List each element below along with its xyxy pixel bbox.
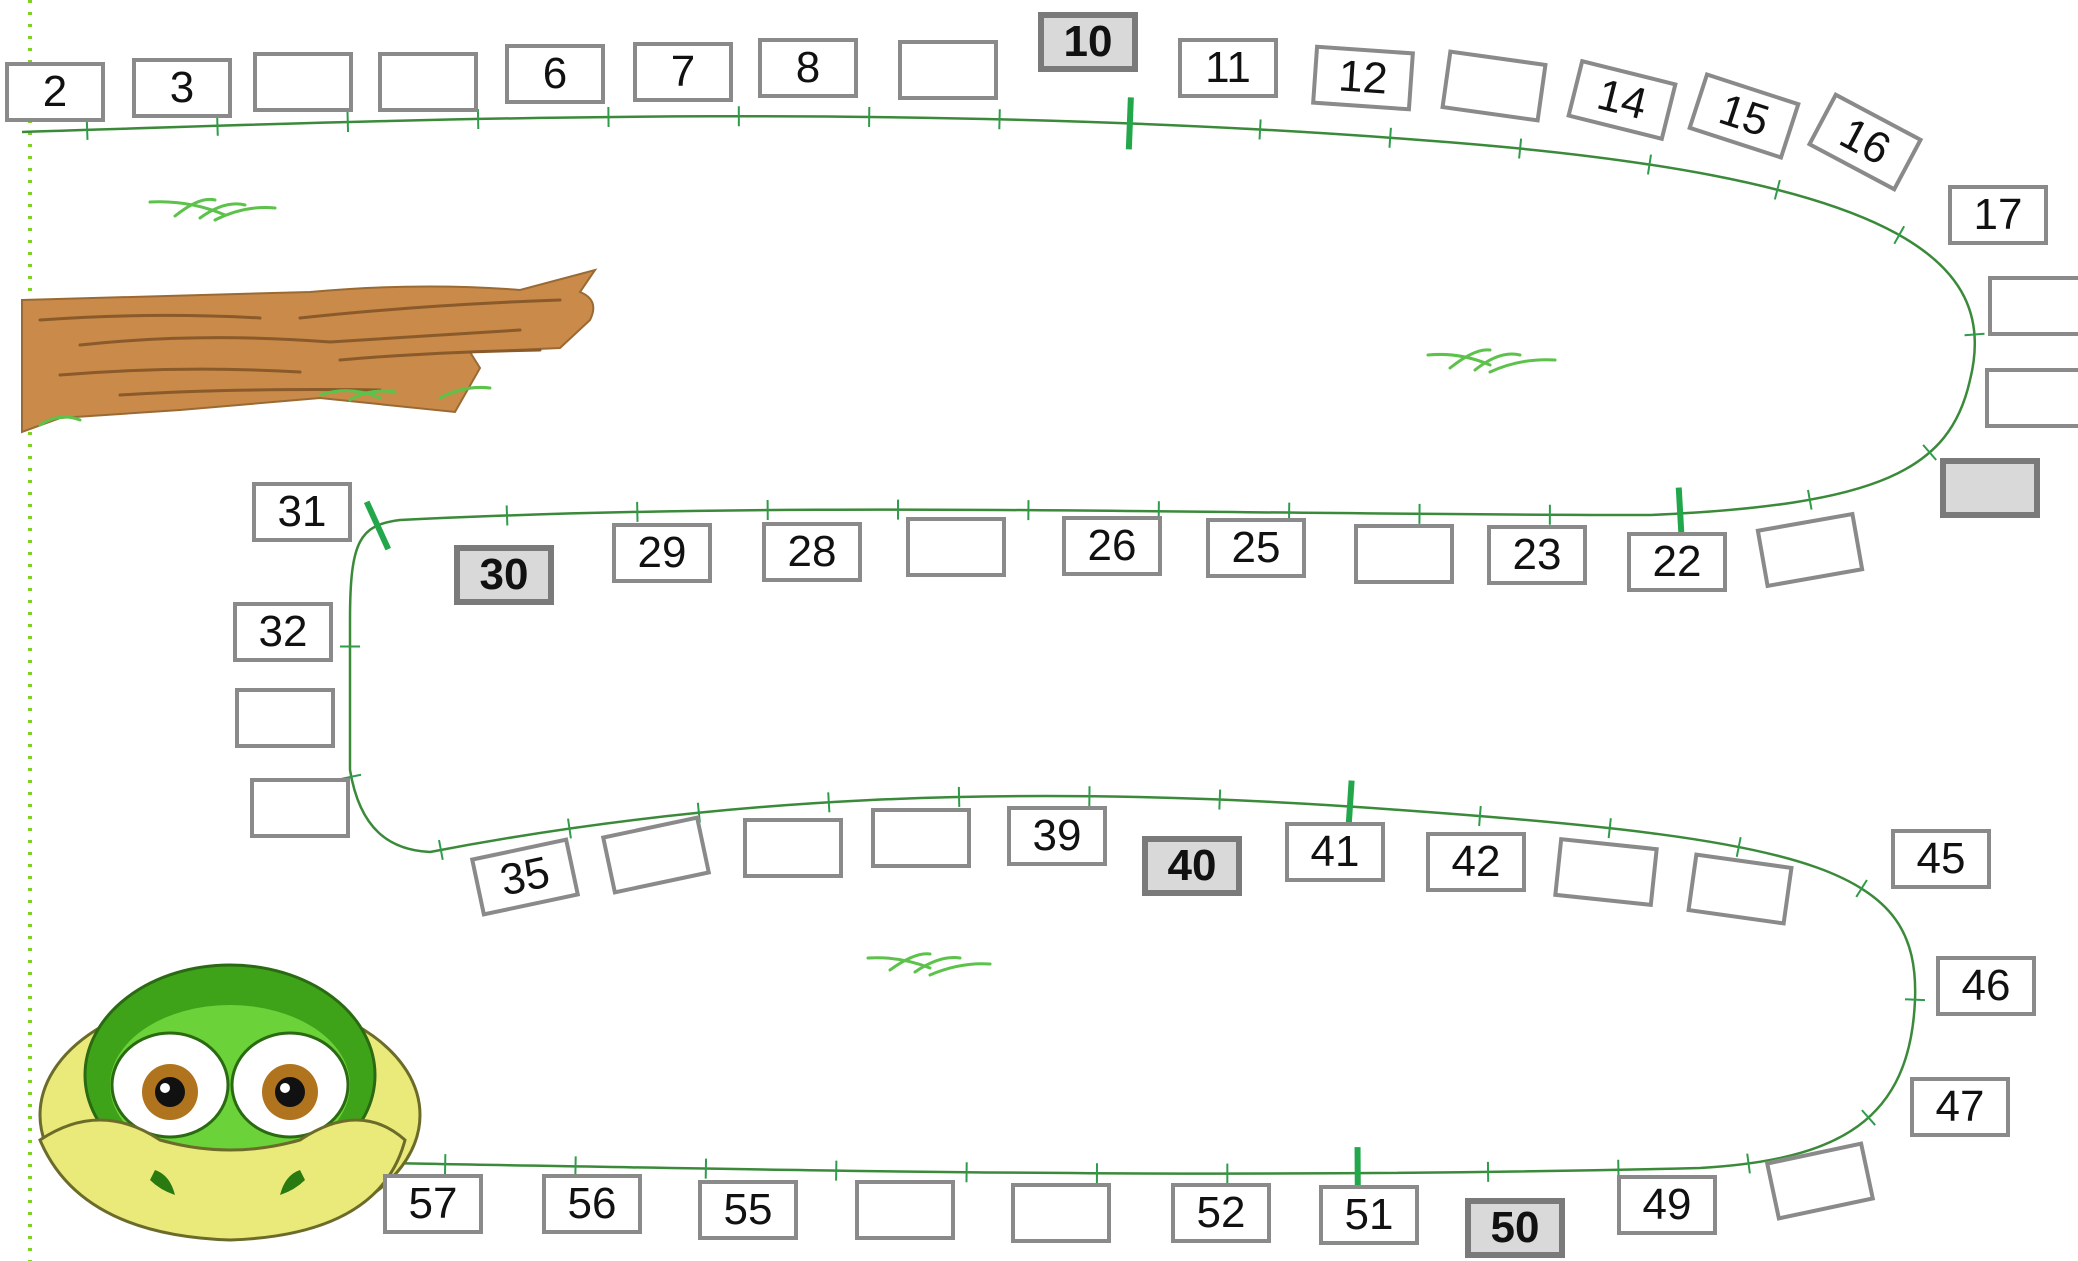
blank-number-box[interactable] [743, 818, 843, 878]
number-box-25: 25 [1206, 518, 1306, 578]
path-tick [507, 505, 508, 525]
number-box-57: 57 [383, 1174, 483, 1234]
blank-number-box[interactable] [1011, 1183, 1111, 1243]
path-tick [1905, 999, 1925, 1000]
number-box-6: 6 [505, 44, 605, 104]
path-tick [348, 112, 349, 132]
blank-number-box[interactable] [855, 1180, 955, 1240]
number-box-28: 28 [762, 522, 862, 582]
blank-number-box[interactable] [235, 688, 335, 748]
number-box-29: 29 [612, 523, 712, 583]
blank-number-box[interactable] [898, 40, 998, 100]
blank-number-box[interactable] [1553, 837, 1659, 907]
number-box-56: 56 [542, 1174, 642, 1234]
path-tick [87, 120, 88, 140]
number-box-32: 32 [233, 602, 333, 662]
number-box-46: 46 [1936, 956, 2036, 1016]
number-box-52: 52 [1171, 1183, 1271, 1243]
number-box-41: 41 [1285, 822, 1385, 882]
blank-number-box[interactable] [378, 52, 478, 112]
path-tick [1609, 818, 1611, 838]
number-box-17: 17 [1948, 185, 2048, 245]
number-box-39: 39 [1007, 806, 1107, 866]
number-box-10: 10 [1038, 12, 1138, 72]
number-box-31: 31 [252, 482, 352, 542]
number-box-45: 45 [1891, 829, 1991, 889]
path-tick [568, 819, 571, 839]
path-tick [1856, 880, 1867, 897]
blank-number-box[interactable] [1354, 524, 1454, 584]
blank-number-box[interactable] [253, 52, 353, 112]
number-box-22: 22 [1627, 532, 1727, 592]
path-tick [217, 116, 218, 136]
path-tick [828, 792, 829, 812]
number-box-8: 8 [758, 38, 858, 98]
number-box-40: 40 [1142, 836, 1242, 896]
number-box-50: 50 [1465, 1198, 1565, 1258]
number-box-12: 12 [1311, 45, 1415, 112]
number-box-42: 42 [1426, 832, 1526, 892]
number-box-30: 30 [454, 545, 554, 605]
blank-number-box[interactable] [906, 517, 1006, 577]
number-box-47: 47 [1910, 1077, 2010, 1137]
blank-number-box[interactable] [1940, 458, 2040, 518]
number-box-3: 3 [132, 58, 232, 118]
milestone-post [367, 502, 389, 549]
path-tick [1219, 790, 1220, 810]
number-box-2: 2 [5, 62, 105, 122]
number-box-11: 11 [1178, 38, 1278, 98]
path-tick [1747, 1154, 1750, 1174]
snake-head-illustration [40, 965, 420, 1240]
blank-number-box[interactable] [250, 778, 350, 838]
path-tick [1894, 226, 1904, 243]
log-illustration [22, 270, 595, 432]
path-tick [1479, 806, 1481, 826]
number-box-51: 51 [1319, 1185, 1419, 1245]
path-tick [1260, 119, 1261, 139]
path-tick [1519, 139, 1521, 159]
number-box-7: 7 [633, 42, 733, 102]
number-box-49: 49 [1617, 1175, 1717, 1235]
grass-tuft [868, 954, 990, 975]
blank-number-box[interactable] [871, 808, 971, 868]
path-tick [1965, 334, 1985, 335]
number-box-26: 26 [1062, 516, 1162, 576]
path-tick [1389, 128, 1390, 148]
number-box-23: 23 [1487, 525, 1587, 585]
blank-number-box[interactable] [1988, 276, 2078, 336]
grass-tuft [150, 199, 275, 220]
number-box-55: 55 [698, 1180, 798, 1240]
blank-number-box[interactable] [1985, 368, 2078, 428]
milestone-post [1129, 97, 1131, 149]
grass-tuft [1428, 350, 1555, 372]
